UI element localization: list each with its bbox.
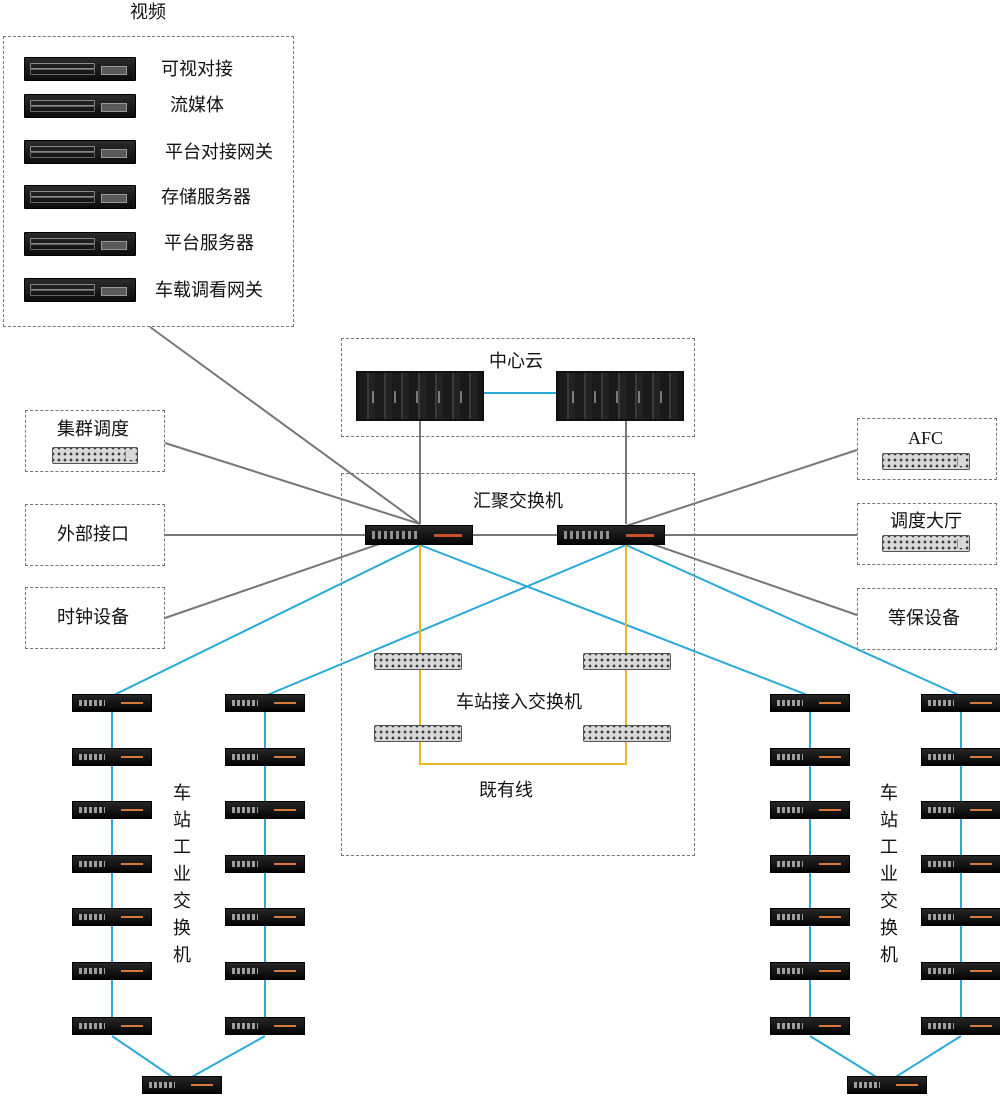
industrial-switch-right-a-4-icon xyxy=(770,855,850,873)
station-access-switch-4-icon xyxy=(583,725,671,742)
industrial-switch-left-b-5-icon xyxy=(225,908,305,926)
video-item-5: 平台服务器 xyxy=(164,233,254,254)
video-server-5-icon xyxy=(24,232,136,256)
station-access-switch-3-icon xyxy=(374,725,462,742)
industrial-switch-right-b-5-icon xyxy=(921,908,1000,926)
station-industrial-label-right: 车站工业交换机 xyxy=(880,783,898,966)
industrial-switch-left-ring-icon xyxy=(142,1076,222,1094)
video-item-3: 平台对接网关 xyxy=(165,142,273,163)
industrial-switch-left-a-6-icon xyxy=(72,962,152,980)
cluster-dispatch-switch-icon xyxy=(52,447,138,464)
industrial-switch-left-a-2-icon xyxy=(72,748,152,766)
existing-line-label: 既有线 xyxy=(479,780,533,801)
video-server-3-icon xyxy=(24,140,136,164)
station-access-label: 车站接入交换机 xyxy=(456,692,582,713)
industrial-switch-left-a-3-icon xyxy=(72,801,152,819)
aggregation-switch-right-icon xyxy=(557,525,665,545)
industrial-switch-right-a-7-icon xyxy=(770,1017,850,1035)
industrial-switch-right-ring-icon xyxy=(847,1076,927,1094)
industrial-switch-left-b-2-icon xyxy=(225,748,305,766)
industrial-switch-right-b-7-icon xyxy=(921,1017,1000,1035)
industrial-switch-right-b-2-icon xyxy=(921,748,1000,766)
industrial-switch-left-a-4-icon xyxy=(72,855,152,873)
video-item-6: 车载调看网关 xyxy=(155,280,263,301)
industrial-switch-right-b-3-icon xyxy=(921,801,1000,819)
video-server-2-icon xyxy=(24,94,136,118)
video-group-box xyxy=(3,36,294,327)
industrial-switch-right-b-1-icon xyxy=(921,694,1000,712)
industrial-switch-right-a-2-icon xyxy=(770,748,850,766)
industrial-switch-right-b-4-icon xyxy=(921,855,1000,873)
industrial-switch-left-b-7-icon xyxy=(225,1017,305,1035)
industrial-switch-right-a-5-icon xyxy=(770,908,850,926)
industrial-switch-left-b-4-icon xyxy=(225,855,305,873)
cloud-chassis-right-icon xyxy=(556,371,684,421)
station-access-switch-1-icon xyxy=(374,653,462,670)
industrial-switch-left-a-7-icon xyxy=(72,1017,152,1035)
video-server-1-icon xyxy=(24,57,136,81)
afc-box xyxy=(857,418,997,480)
afc-label: AFC xyxy=(908,428,944,448)
industrial-switch-left-b-1-icon xyxy=(225,694,305,712)
external-interface-box xyxy=(25,504,165,566)
aggregation-switch-left-icon xyxy=(365,525,473,545)
station-industrial-label-left: 车站工业交换机 xyxy=(173,783,191,966)
industrial-switch-right-a-6-icon xyxy=(770,962,850,980)
cluster-dispatch-label: 集群调度 xyxy=(57,419,129,440)
industrial-switch-left-b-3-icon xyxy=(225,801,305,819)
dispatch-hall-switch-icon xyxy=(882,535,970,552)
dispatch-hall-label: 调度大厅 xyxy=(890,511,962,532)
cloud-label: 中心云 xyxy=(489,351,543,372)
industrial-switch-right-a-1-icon xyxy=(770,694,850,712)
industrial-switch-left-a-1-icon xyxy=(72,694,152,712)
video-item-4: 存储服务器 xyxy=(161,187,251,208)
video-server-4-icon xyxy=(24,185,136,209)
afc-switch-icon xyxy=(882,453,970,470)
industrial-switch-right-a-3-icon xyxy=(770,801,850,819)
aggregation-label: 汇聚交换机 xyxy=(473,491,563,512)
industrial-switch-left-a-5-icon xyxy=(72,908,152,926)
video-group-title: 视频 xyxy=(130,2,166,23)
video-item-2: 流媒体 xyxy=(170,95,224,116)
external-interface-label: 外部接口 xyxy=(57,524,129,545)
video-server-6-icon xyxy=(24,278,136,302)
video-item-1: 可视对接 xyxy=(161,59,233,80)
industrial-switch-right-b-6-icon xyxy=(921,962,1000,980)
industrial-switch-left-b-6-icon xyxy=(225,962,305,980)
cloud-chassis-left-icon xyxy=(356,371,484,421)
clock-device-label: 时钟设备 xyxy=(57,607,129,628)
security-device-label: 等保设备 xyxy=(888,608,960,629)
station-access-switch-2-icon xyxy=(583,653,671,670)
